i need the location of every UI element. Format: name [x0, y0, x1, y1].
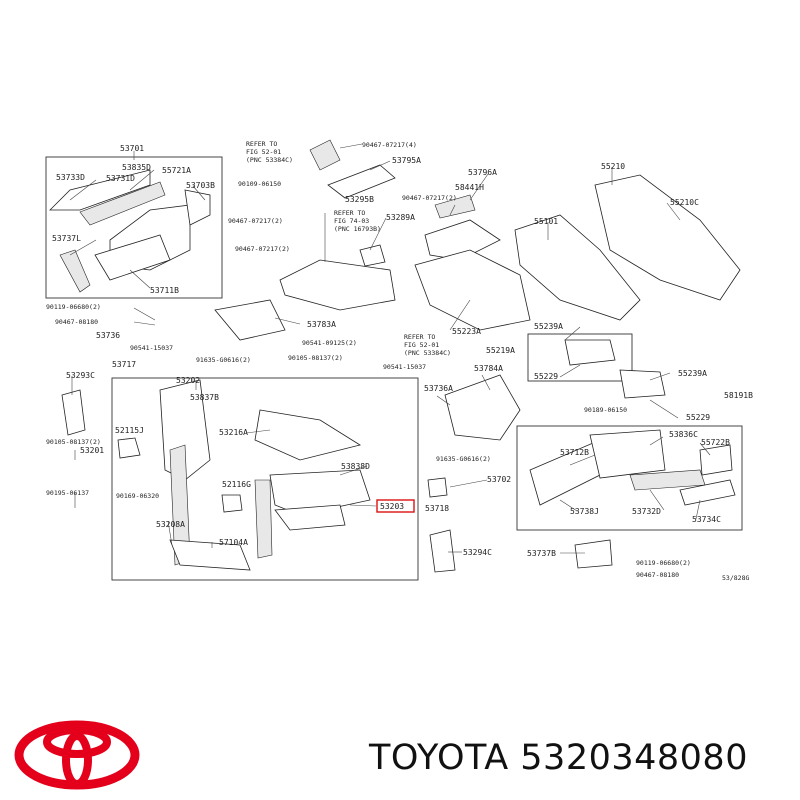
label-53795A: 53795A	[392, 156, 421, 165]
group-frame-55219A	[527, 333, 633, 382]
label-53202: 53202	[176, 376, 200, 385]
label-53203: 53203	[380, 502, 404, 511]
label-55229-b: 55229	[686, 413, 710, 422]
label-90467-07217-b: 90467-07217(2)	[235, 245, 290, 253]
label-90169-06320: 90169-06320	[116, 492, 159, 500]
label-90467-07217-d: 90467-07217(2)	[402, 194, 457, 202]
group-frame-53202	[111, 377, 419, 581]
label-53201: 53201	[80, 446, 104, 455]
label-53734C: 53734C	[692, 515, 721, 524]
label-refer-3-line2: FIG 52-01	[404, 341, 439, 349]
label-53836C: 53836C	[669, 430, 698, 439]
part-number: 5320348080	[520, 738, 748, 778]
label-53208A: 53208A	[156, 520, 185, 529]
label-refer-2-line3: (PNC 16793B)	[334, 225, 381, 233]
label-55223A: 55223A	[452, 327, 481, 336]
label-53737B: 53737B	[527, 549, 556, 558]
part-sketches	[49, 139, 741, 573]
label-refer-2-line1: REFER TO	[334, 209, 365, 217]
label-53702: 53702	[487, 475, 511, 484]
label-90195-06137: 90195-06137	[46, 489, 89, 497]
label-53736A: 53736A	[424, 384, 453, 393]
label-55210: 55210	[601, 162, 625, 171]
label-53733D: 53733D	[56, 173, 85, 182]
label-53837B: 53837B	[190, 393, 219, 402]
label-90541-15037-b: 90541-15037	[383, 363, 426, 371]
label-53796A: 53796A	[468, 168, 497, 177]
label-55101: 55101	[534, 217, 558, 226]
highlight-box	[376, 499, 415, 513]
label-53295B: 53295B	[345, 195, 374, 204]
label-52115J: 52115J	[115, 426, 144, 435]
label-55722B: 55722B	[701, 438, 730, 447]
label-refer-1-line1: REFER TO	[246, 140, 277, 148]
label-55219A: 55219A	[486, 346, 515, 355]
label-55239A: 55239A	[534, 322, 563, 331]
label-90189-06150: 90189-06150	[584, 406, 627, 414]
label-53731D: 53731D	[106, 174, 135, 183]
label-58191B: 58191B	[724, 391, 753, 400]
label-53783A: 53783A	[307, 320, 336, 329]
label-53293C: 53293C	[66, 371, 95, 380]
label-53711B: 53711B	[150, 286, 179, 295]
label-90541-09125: 90541-09125(2)	[302, 339, 357, 347]
label-53736: 53736	[96, 331, 120, 340]
label-90109-06150: 90109-06150	[238, 180, 281, 188]
label-refer-2-line2: FIG 74-03	[334, 217, 369, 225]
diagram-code: 53/828G	[722, 574, 749, 582]
label-refer-3-line3: (PNC 53384C)	[404, 349, 451, 357]
label-53701: 53701	[120, 144, 144, 153]
label-53784A: 53784A	[474, 364, 503, 373]
label-refer-1-line2: FIG 52-01	[246, 148, 281, 156]
label-53838D: 53838D	[341, 462, 370, 471]
label-53289A: 53289A	[386, 213, 415, 222]
label-90467-08180: 90467-08180	[55, 318, 98, 326]
label-90119-06680-b: 90119-06680(2)	[636, 559, 691, 567]
label-53216A: 53216A	[219, 428, 248, 437]
label-90467-08180-b: 90467-08180	[636, 571, 679, 579]
label-55239A-b: 55239A	[678, 369, 707, 378]
label-53835D: 53835D	[122, 163, 151, 172]
label-53712B: 53712B	[560, 448, 589, 457]
toyota-emblem-icon	[14, 720, 140, 790]
label-55210C: 55210C	[670, 198, 699, 207]
label-53738J: 53738J	[570, 507, 599, 516]
label-53717: 53717	[112, 360, 136, 369]
group-frame-53702	[516, 425, 743, 531]
brand-title: TOYOTA 5320348080	[369, 738, 748, 778]
label-refer-1-line3: (PNC 53384C)	[246, 156, 293, 164]
label-58441H: 58441H	[455, 183, 484, 192]
label-90541-15037-a: 90541-15037	[130, 344, 173, 352]
label-53737L: 53737L	[52, 234, 81, 243]
label-55721A: 55721A	[162, 166, 191, 175]
label-90119-06680: 90119-06680(2)	[46, 303, 101, 311]
label-91635-G0616-b: 91635-G0616(2)	[436, 455, 491, 463]
label-90467-07217-c: 90467-07217(4)	[362, 141, 417, 149]
parts-diagram: 53701 53733D 53835D 55721A 53731D 53703B…	[45, 139, 753, 582]
label-53703B: 53703B	[186, 181, 215, 190]
label-91635-G0616-a: 91635-G0616(2)	[196, 356, 251, 364]
label-53732D: 53732D	[632, 507, 661, 516]
label-refer-3-line1: REFER TO	[404, 333, 435, 341]
label-55229-a: 55229	[534, 372, 558, 381]
label-90105-08137-a: 90105-08137(2)	[288, 354, 343, 362]
brand-name: TOYOTA	[369, 738, 509, 778]
label-53718: 53718	[425, 504, 449, 513]
label-90467-07217-a: 90467-07217(2)	[228, 217, 283, 225]
label-52116G: 52116G	[222, 480, 251, 489]
label-53294C: 53294C	[463, 548, 492, 557]
part-labels: 53701 53733D 53835D 55721A 53731D 53703B…	[46, 140, 753, 582]
label-57104A: 57104A	[219, 538, 248, 547]
label-90105-08137-b: 90105-08137(2)	[46, 438, 101, 446]
leader-lines	[69, 143, 711, 554]
